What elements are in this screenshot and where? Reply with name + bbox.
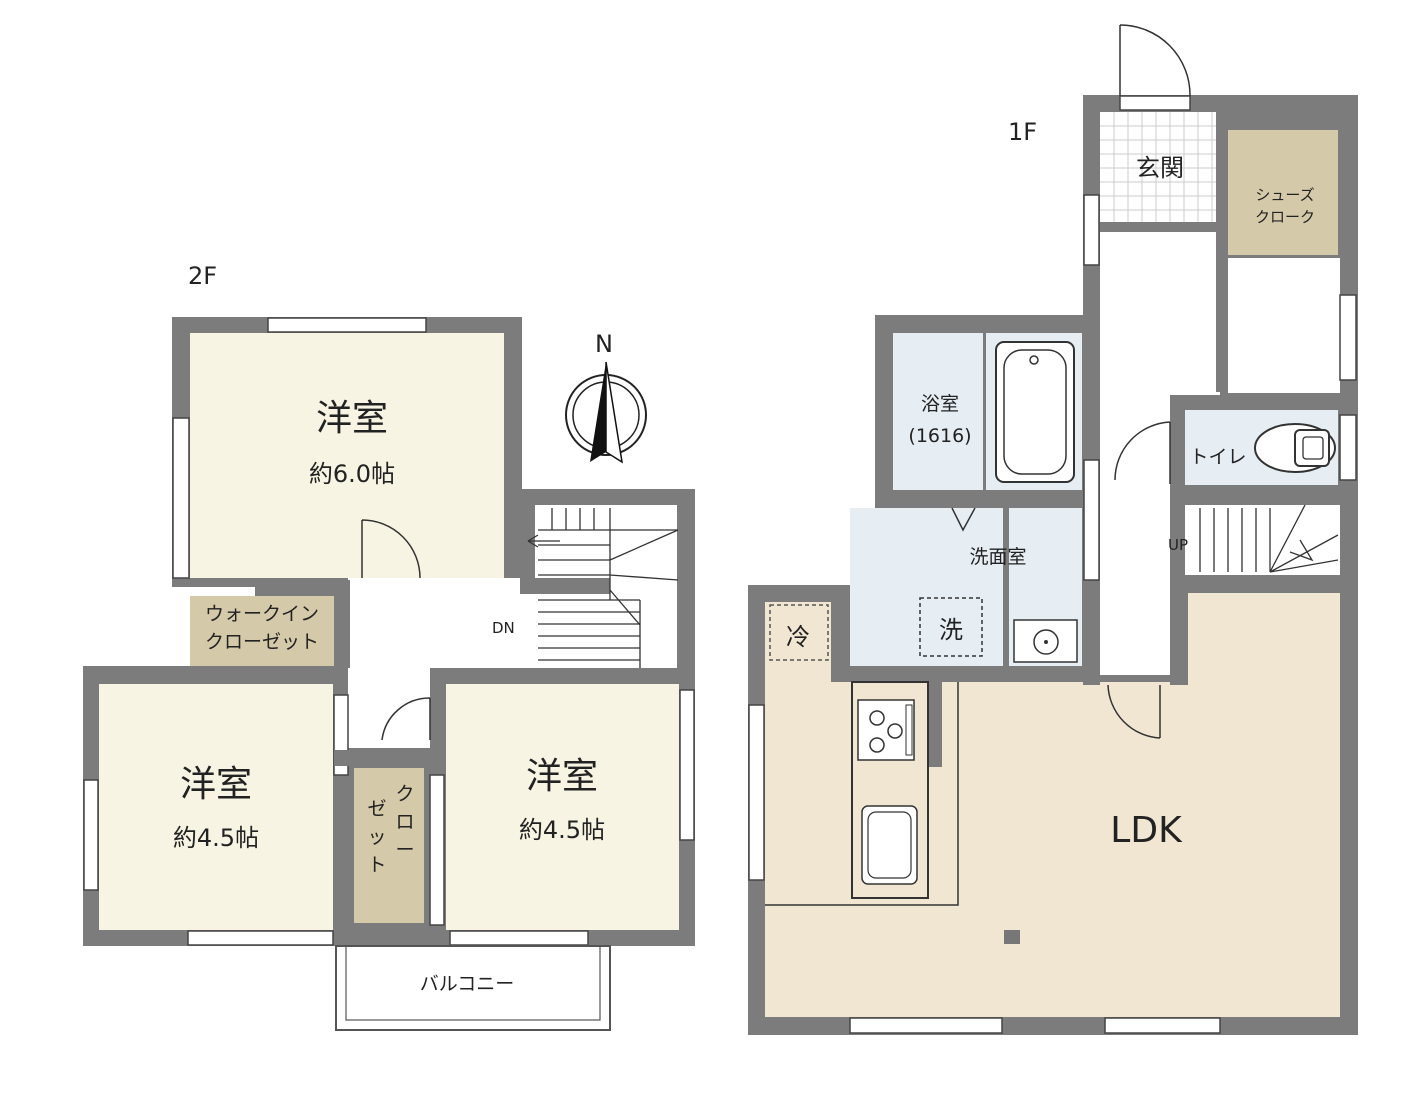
sink-icon [1013, 619, 1078, 663]
washer-space [919, 597, 983, 657]
shoe-closet [1228, 130, 1338, 255]
kitchen-sink-icon [861, 805, 918, 885]
toilet-icon [1254, 423, 1336, 473]
wash-door-marker [951, 507, 976, 532]
window [429, 774, 445, 926]
window [679, 689, 695, 841]
room-western-6 [190, 333, 504, 578]
hallway [348, 578, 538, 668]
stairs-direction-up: UP [1168, 536, 1188, 554]
room-western-4-5-right-size: 約4.5帖 [519, 816, 605, 844]
second-floor: 2F [83, 262, 695, 1031]
room-western-4-5-left-size: 約4.5帖 [173, 824, 259, 852]
room-western-6-name: 洋室 [316, 398, 388, 439]
window [1083, 194, 1100, 266]
fridge-outline [769, 604, 829, 661]
shoe-closet-label-1: シューズ [1255, 186, 1314, 204]
fridge-label: 冷 [786, 623, 810, 651]
svg-text:ー: ー [395, 839, 414, 861]
front-door-swing [1119, 24, 1191, 97]
window [172, 417, 190, 579]
window [1339, 414, 1357, 481]
svg-text:ク: ク [395, 783, 414, 805]
stairs-2f: DN [492, 508, 679, 668]
stairs-direction-down: DN [492, 619, 515, 637]
balcony-label: バルコニー [420, 973, 515, 995]
walk-in-closet-label-1: ウォークイン [205, 603, 319, 625]
svg-text:ロ: ロ [395, 811, 414, 833]
room-western-4-5-left-name: 洋室 [180, 764, 252, 805]
washroom-label: 洗面室 [969, 546, 1026, 568]
entrance-label: 玄関 [1136, 154, 1184, 182]
hall-lower [348, 668, 430, 748]
door-swing [381, 697, 431, 741]
ldk-door-swing [1107, 684, 1161, 739]
window [1083, 459, 1100, 581]
kitchen-counter [851, 681, 929, 899]
first-floor: 1F [748, 24, 1358, 1035]
room-western-6-size: 約6.0帖 [309, 460, 395, 488]
window [1119, 95, 1191, 111]
bath-label: 浴室 [921, 393, 959, 415]
bathtub-icon [995, 341, 1075, 483]
window [1104, 1017, 1221, 1034]
room-western-4-5-right [446, 684, 679, 930]
hallway-1f-upper [1170, 225, 1220, 395]
stairwell-1f [1185, 505, 1340, 575]
window [748, 704, 765, 881]
bath-dry [893, 333, 983, 490]
washer-label: 洗 [939, 616, 963, 644]
toilet-label: トイレ [1189, 446, 1246, 468]
compass-icon: N [565, 330, 647, 464]
window [449, 930, 589, 946]
fridge-space [765, 602, 831, 682]
toilet-door-swing [1114, 421, 1171, 484]
room-western-4-5-right-name: 洋室 [526, 756, 598, 797]
closet-label: ク ロ ー ゼ ッ ト [367, 783, 414, 876]
second-floor-label: 2F [188, 262, 217, 290]
pillar [1004, 930, 1020, 944]
window [849, 1017, 1003, 1034]
svg-text:ッ: ッ [367, 826, 386, 848]
door-swing [361, 519, 421, 579]
walk-in-closet [190, 596, 334, 666]
stairs-1f: UP [1168, 504, 1339, 573]
svg-text:ト: ト [367, 854, 386, 876]
hallway-1f [1100, 225, 1170, 675]
closet [354, 768, 424, 923]
walk-in-closet-label-2: クローゼット [205, 631, 319, 653]
first-floor-label: 1F [1008, 118, 1037, 146]
ldk-label: LDK [1110, 810, 1183, 851]
storage [1228, 258, 1340, 393]
balcony [335, 945, 611, 1031]
window [267, 317, 427, 333]
window [83, 779, 99, 891]
compass-north-label: N [595, 330, 613, 358]
svg-text:ゼ: ゼ [367, 798, 386, 820]
room-western-4-5-left [99, 684, 333, 930]
stove-icon [857, 699, 915, 761]
shoe-closet-label-2: クローク [1255, 208, 1315, 226]
bath-size: (1616) [908, 425, 971, 447]
entrance [1100, 112, 1216, 222]
window [1339, 294, 1357, 381]
window [187, 930, 334, 946]
